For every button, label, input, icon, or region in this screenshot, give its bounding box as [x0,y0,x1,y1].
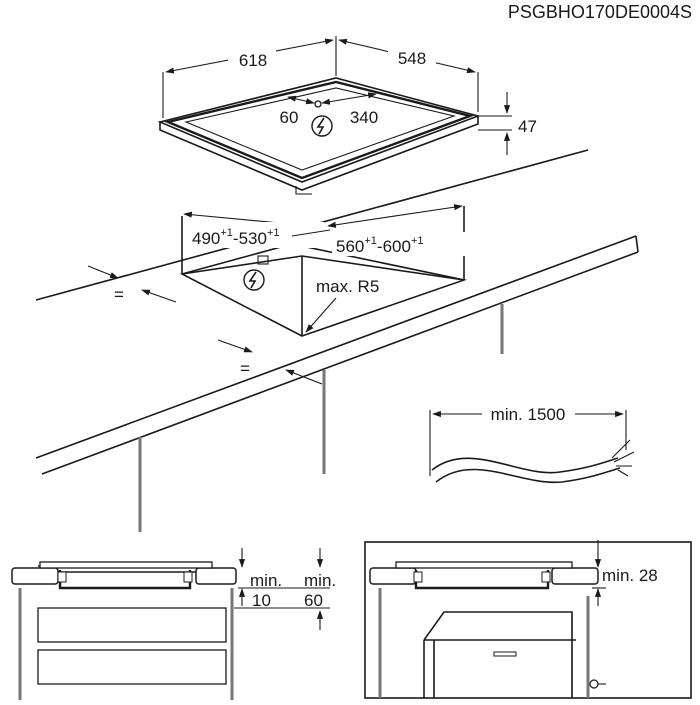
offset-b-label: 340 [350,108,378,127]
clearance-oven-label: min. 28 [602,566,658,585]
doc-code: PSGBHO170DE0004S [508,2,692,22]
hob-body-right [414,570,550,590]
cable-line-a [431,457,619,474]
dim-width-label: 618 [239,51,267,70]
drawer-1 [37,607,227,643]
section-right: min. 28 [364,540,692,699]
hob-section-right [395,561,573,569]
cable-drawing: min. 1500 [429,405,635,484]
section-right-frame [364,541,692,699]
oven-knob [589,679,599,689]
worktop-front-edge [35,235,637,459]
clearance-a-line2: 10 [252,591,271,610]
drawer-2 [37,649,227,685]
hob-glass-frame [164,80,475,180]
equal-sign-left: = [114,285,124,304]
cutout-width-label: 560+1-600+1 [336,235,424,256]
cutout-electric-icon [243,269,265,291]
oven-top [423,611,573,698]
equal-sign-right: = [240,359,250,378]
cable-wires [611,439,635,477]
cable-line-b [435,467,621,484]
hob-drawing: 618 548 47 60 340 [157,36,537,195]
clearance-a-line1: min. [250,571,282,590]
cutout-width-line [327,204,463,228]
worktop-drawing: 490+1-530+1 560+1-600+1 max. R5 = = [35,149,639,532]
hob-section-left [39,561,213,569]
dim-height-label: 47 [518,117,537,136]
electric-connection-icon [311,115,333,137]
clearance-b-line2: 60 [304,591,323,610]
hob-glass [184,87,456,171]
dim-depth-label: 548 [398,49,426,68]
oven-handle [493,651,517,657]
section-left: min. 10 min. 60 [11,548,336,700]
clearance-b-line1: min. [304,571,336,590]
cable-length-label: min. 1500 [491,405,566,424]
cutout-depth-label: 490+1-530+1 [192,227,280,248]
corner-radius-label: max. R5 [316,277,379,296]
offset-a-label: 60 [280,108,299,127]
connection-point [314,100,322,108]
